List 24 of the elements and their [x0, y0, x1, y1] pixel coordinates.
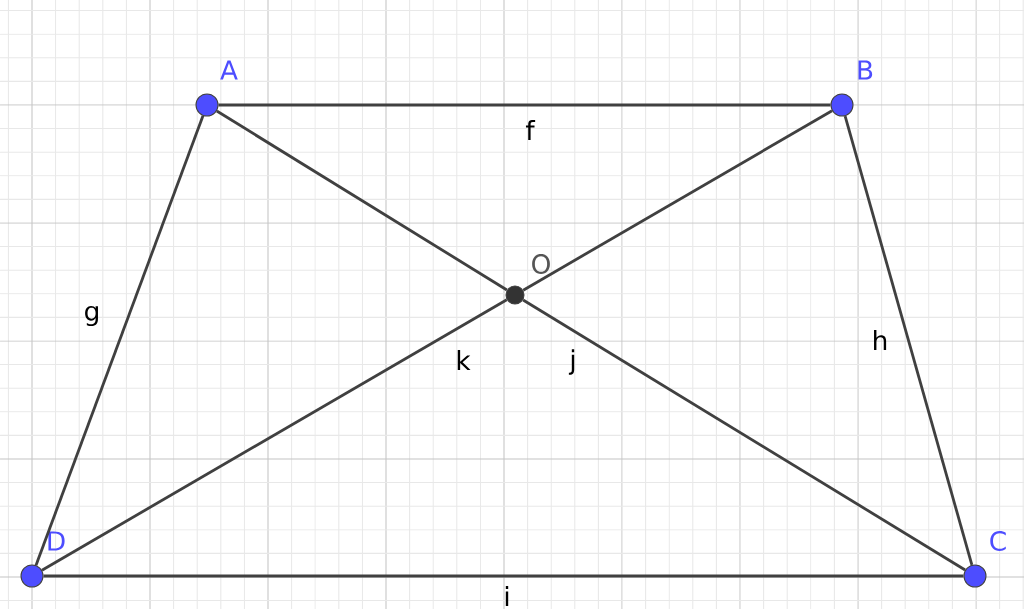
segment: [216, 109, 508, 292]
segment: [218, 103, 831, 107]
segment-label: g: [85, 305, 98, 327]
point: O: [505, 254, 550, 305]
segment-label: j: [568, 349, 575, 375]
node-label: D: [48, 531, 65, 551]
point: D: [20, 531, 65, 588]
segment: [843, 115, 974, 566]
node-label: A: [220, 60, 238, 80]
segment-label: i: [505, 586, 509, 606]
segment: [522, 109, 833, 292]
segment-label: f: [525, 120, 536, 140]
point: B: [830, 60, 873, 117]
segment: [41, 298, 508, 572]
segment: [43, 574, 964, 578]
segment: [34, 115, 205, 566]
node-label: C: [990, 531, 1006, 551]
segment: [522, 298, 966, 572]
segment-label: k: [457, 350, 471, 370]
point: C: [963, 531, 1006, 588]
point: A: [195, 60, 238, 117]
node-label: O: [532, 254, 550, 274]
segment-label: h: [874, 330, 887, 350]
node-label: B: [858, 60, 873, 80]
